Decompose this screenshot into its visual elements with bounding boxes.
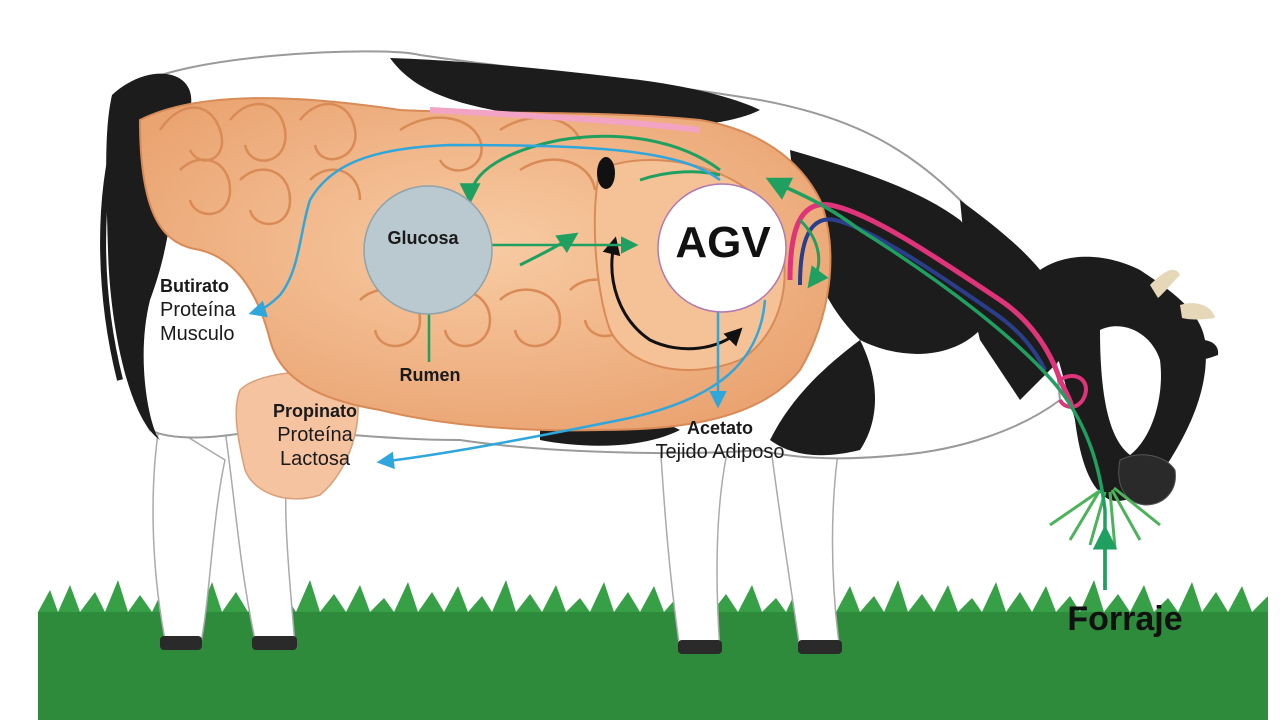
- butirato-block: Butirato Proteína Musculo: [160, 276, 290, 347]
- agv-label: AGV: [675, 218, 771, 267]
- propinato-title: Propinato: [273, 401, 357, 421]
- glucosa-label: Glucosa: [387, 228, 459, 248]
- acetato-title: Acetato: [686, 418, 753, 438]
- butirato-line1: Proteína: [160, 298, 236, 321]
- agv-node: [657, 183, 787, 313]
- cow-head: [960, 200, 1219, 549]
- acetato-block: Acetato Tejido Adiposo: [630, 418, 810, 464]
- propinato-block: Propinato Proteína Lactosa: [250, 401, 380, 472]
- butirato-line2: Musculo: [160, 323, 235, 346]
- acetato-line1: Tejido Adiposo: [655, 440, 785, 463]
- butirato-title: Butirato: [160, 276, 229, 296]
- propinato-line1: Proteína: [277, 423, 353, 446]
- forraje-label: Forraje: [1067, 600, 1183, 638]
- glucosa-node: [363, 185, 493, 315]
- green-flow-path: [459, 134, 1118, 590]
- propinato-line2: Lactosa: [279, 448, 351, 471]
- rumen-label: Rumen: [380, 365, 480, 387]
- esophagus-tubes: [787, 201, 1088, 409]
- green-connectors: [427, 236, 639, 362]
- grass-ground: [38, 580, 1268, 720]
- rumen-text: Rumen: [399, 365, 461, 385]
